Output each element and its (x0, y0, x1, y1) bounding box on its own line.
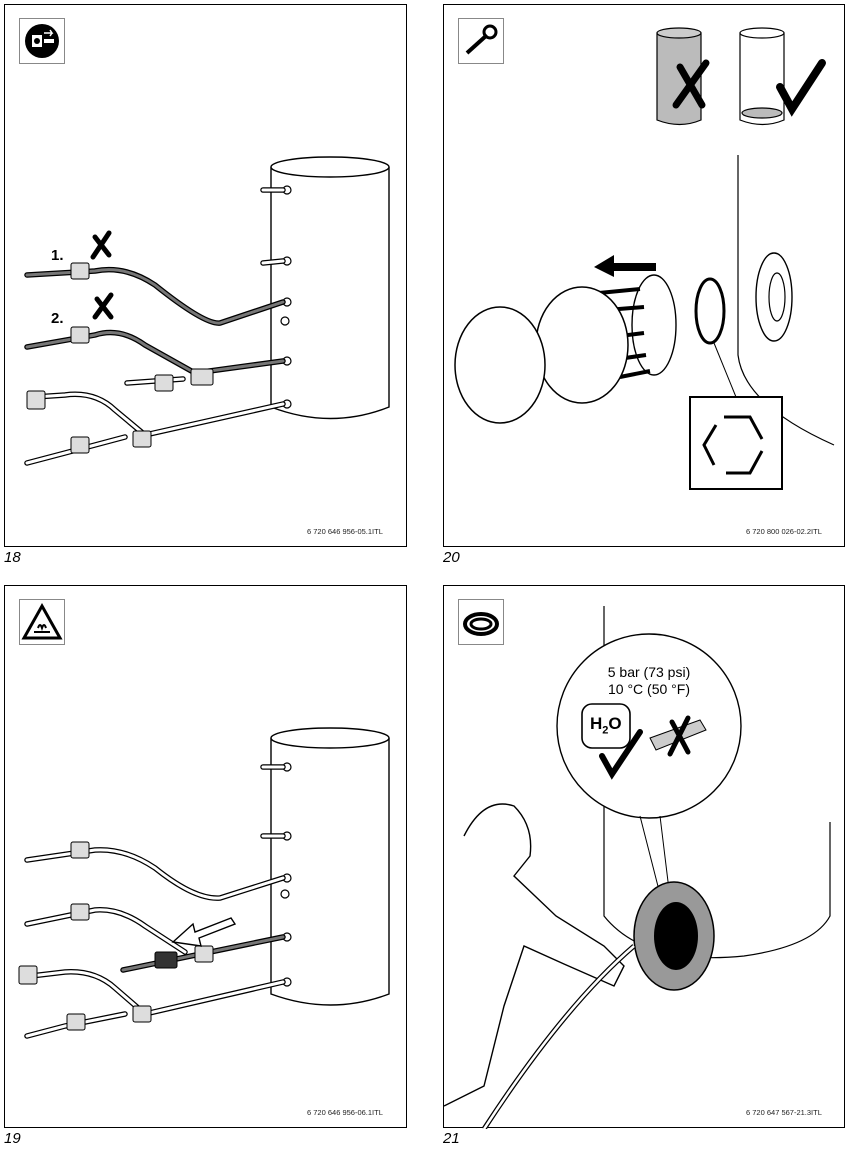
temperature-label: 10 °C (50 °F) (608, 681, 690, 697)
figure-19-panel: 6 720 646 956-06.1ITL (4, 585, 407, 1128)
cross-mark-icon (90, 230, 114, 320)
hose-icon (458, 599, 504, 645)
figure-code: 6 720 646 956-05.1ITL (307, 527, 383, 536)
check-mark-icon (599, 729, 643, 780)
figure-21-illustration (444, 606, 831, 1129)
wrench-icon (458, 18, 504, 64)
figure-number: 18 (4, 549, 21, 566)
figure-21-panel: 5 bar (73 psi) 10 °C (50 °F) H2O 6 720 6… (443, 585, 845, 1129)
hot-surface-warning-icon (19, 599, 65, 645)
storage-tank (270, 156, 390, 420)
cross-mark-icon (672, 59, 710, 109)
figure-19-illustration (18, 727, 390, 1039)
figure-number: 20 (443, 549, 460, 566)
check-mark-icon (776, 59, 826, 117)
figure-code: 6 720 800 026-02.2ITL (746, 527, 822, 536)
arrow-icon (171, 917, 237, 947)
water-label: H2O (590, 714, 622, 737)
figure-20-illustration (454, 27, 835, 490)
step-label-2: 2. (51, 310, 64, 327)
figure-code: 6 720 647 567-21.3ITL (746, 1108, 822, 1117)
figure-18-illustration (24, 156, 390, 466)
figure-code: 6 720 646 956-06.1ITL (307, 1108, 383, 1117)
pressure-label: 5 bar (73 psi) (607, 664, 691, 680)
disconnect-power-icon (19, 18, 65, 64)
figure-18-panel: 1. 2. 6 720 646 956-05.1ITL (4, 4, 407, 547)
figure-number: 21 (443, 1130, 460, 1147)
step-label-1: 1. (51, 247, 64, 264)
cross-mark-icon (667, 715, 691, 757)
figure-20-panel: 6 720 800 026-02.2ITL (443, 4, 845, 547)
figure-number: 19 (4, 1130, 21, 1147)
